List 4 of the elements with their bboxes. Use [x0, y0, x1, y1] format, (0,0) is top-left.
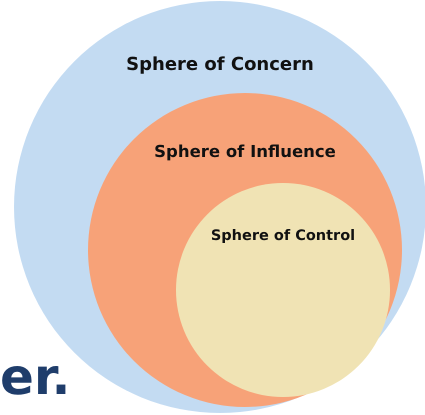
circle-label: Sphere of Concern: [126, 54, 314, 76]
circle-label: Sphere of Influence: [154, 142, 336, 162]
circle-label: Sphere of Control: [210, 228, 356, 244]
partial-heading-text: er.: [0, 352, 70, 402]
